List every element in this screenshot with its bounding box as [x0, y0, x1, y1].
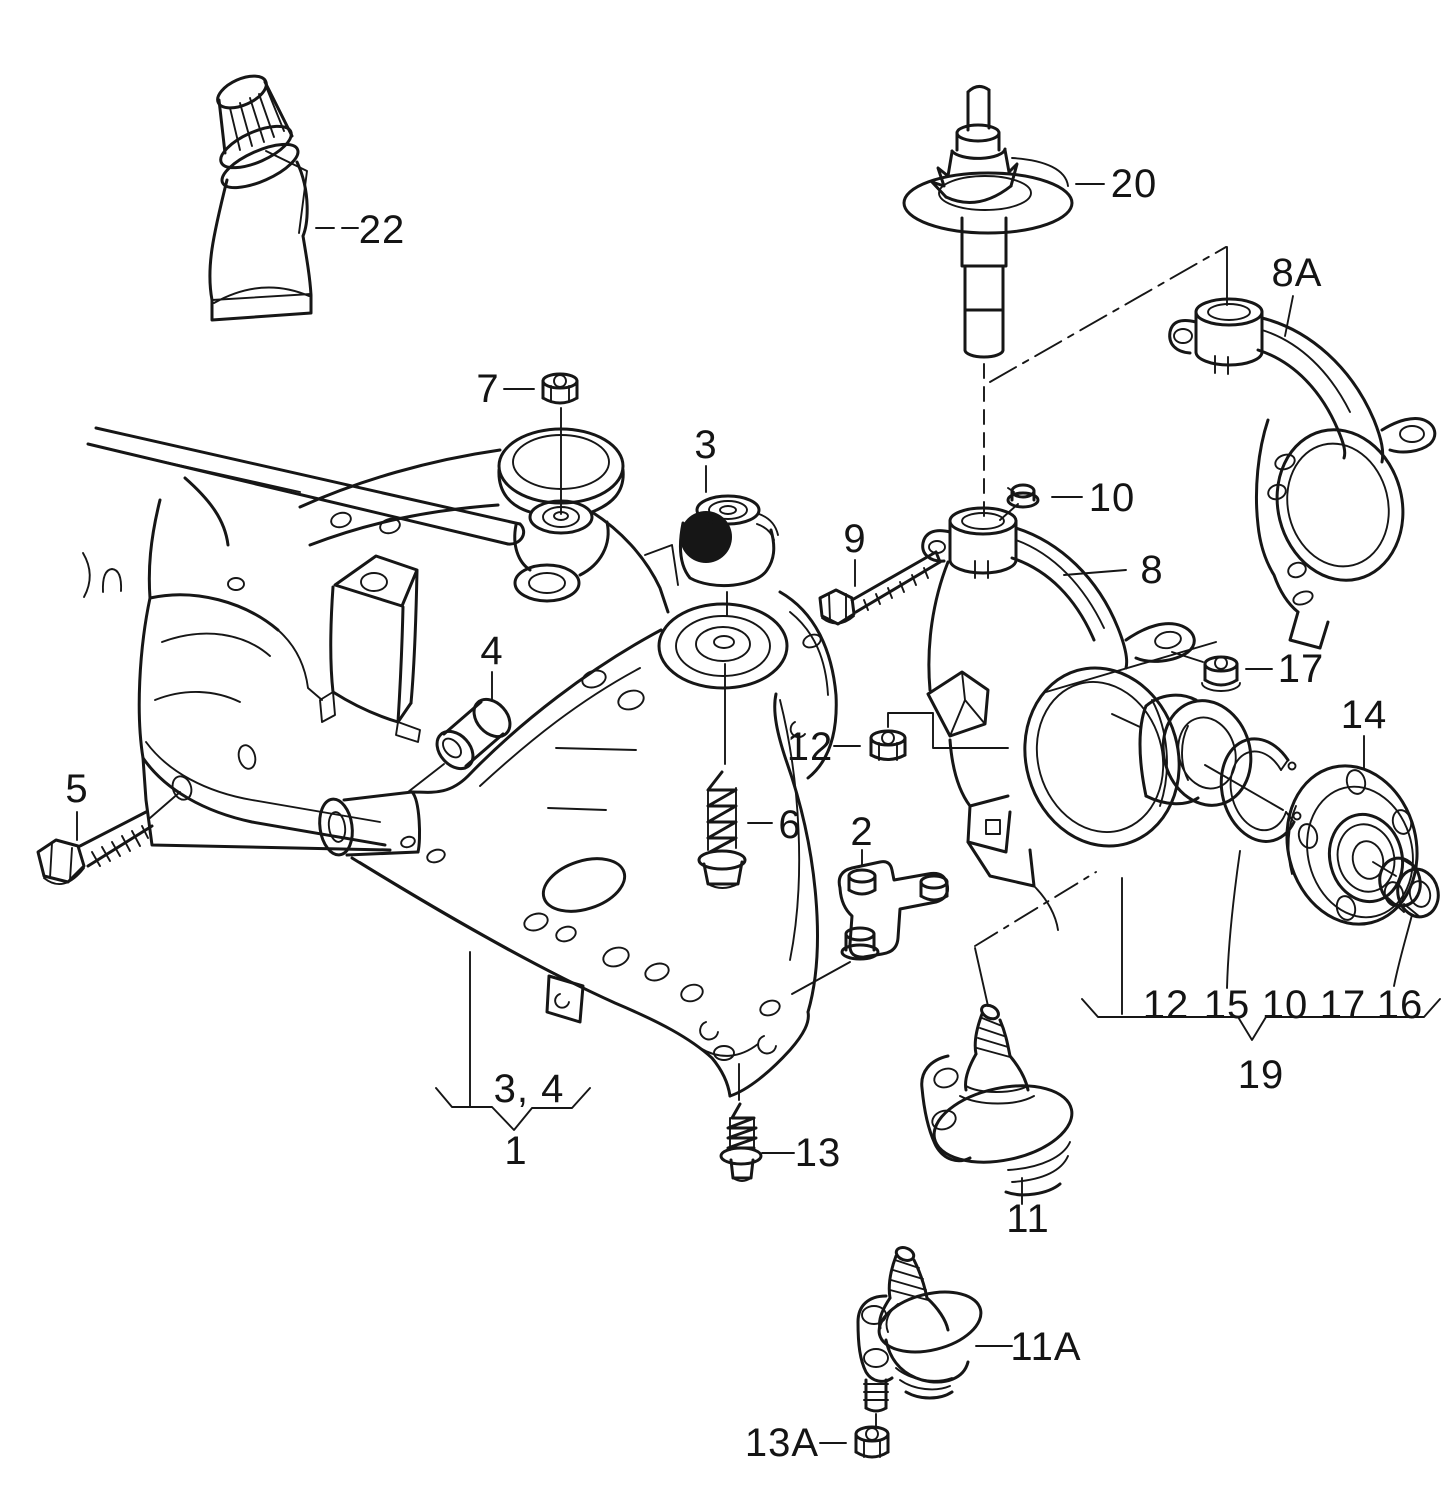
pinch-bolt-9 — [818, 550, 942, 626]
part-label-2[interactable]: 2 — [850, 810, 873, 854]
axis-17 — [1045, 641, 1217, 693]
sealant-tube — [208, 74, 313, 322]
group-1-brace — [435, 1087, 591, 1131]
flange-nut-10 — [1006, 483, 1040, 509]
part-label-12[interactable]: 12 — [787, 725, 834, 769]
rubber-bushing-3 — [678, 494, 779, 588]
axis-bore — [1111, 713, 1141, 728]
part-label-19[interactable]: 19 — [1238, 1053, 1285, 1097]
part-label-7[interactable]: 7 — [476, 367, 499, 411]
tapping-screw-6 — [697, 770, 747, 889]
hex-nut-12 — [869, 729, 907, 761]
part-label-1[interactable]: 1 — [504, 1129, 527, 1173]
hex-bolt-5 — [36, 791, 181, 886]
axis-bearing-circlip — [1204, 764, 1284, 811]
balljoint11-dashdot — [974, 871, 1097, 947]
twelve-point-nut-16 — [1378, 856, 1440, 919]
leader-4-tip — [407, 763, 445, 793]
part-label-11[interactable]: 11 — [1006, 1197, 1050, 1241]
part-label-5[interactable]: 5 — [65, 767, 88, 811]
nut10-stem — [999, 503, 1019, 521]
control-arm — [318, 602, 819, 1098]
kit-label-17[interactable]: 17 — [1320, 983, 1367, 1027]
kit-brace — [1081, 998, 1441, 1041]
subframe — [82, 426, 838, 852]
kit-label-10[interactable]: 10 — [1262, 983, 1309, 1027]
wheel-hub-14 — [1285, 764, 1419, 926]
part-label-4[interactable]: 4 — [480, 629, 503, 673]
balljoint11-stem — [974, 947, 989, 1007]
kit-leader-16 — [1393, 914, 1413, 987]
wheel-bearing — [1138, 693, 1253, 807]
hex-nut-13a — [854, 1425, 890, 1459]
part-label-8[interactable]: 8 — [1140, 548, 1163, 592]
part-label-8a[interactable]: 8A — [1272, 251, 1323, 295]
kit-label-15[interactable]: 15 — [1204, 983, 1251, 1027]
wheel-bearing-housing-8 — [921, 506, 1196, 931]
spacer-sleeve-4 — [435, 697, 512, 771]
leader-8a — [1284, 295, 1294, 337]
part-label-10[interactable]: 10 — [1089, 476, 1136, 520]
part-label-3[interactable]: 3 — [694, 423, 717, 467]
part-label-22[interactable]: 22 — [359, 208, 406, 252]
lock-plate-2 — [837, 860, 949, 961]
kit-leader-15 — [1226, 850, 1241, 989]
wheel-bearing-housing-8a — [1168, 297, 1437, 650]
hex-nut-17 — [1201, 655, 1241, 692]
suspension-strut — [902, 85, 1074, 359]
part-label-9[interactable]: 9 — [843, 517, 866, 561]
hex-nut-7 — [541, 372, 579, 405]
part-label-11a[interactable]: 11A — [1010, 1325, 1081, 1369]
part-label-13[interactable]: 13 — [795, 1131, 842, 1175]
part-label-17[interactable]: 17 — [1278, 647, 1325, 691]
tapping-screw-13 — [719, 1102, 763, 1182]
circlip-15 — [1219, 737, 1302, 843]
strut-8a-dashdot — [989, 246, 1227, 383]
leader-8 — [1063, 569, 1127, 576]
part-label-20[interactable]: 20 — [1111, 162, 1158, 206]
ball-joint-11 — [920, 1003, 1074, 1197]
plate-mount-line — [791, 961, 851, 995]
part-label-6[interactable]: 6 — [778, 803, 801, 847]
part-label-3-4[interactable]: 3, 4 — [494, 1067, 565, 1111]
part-label-13a[interactable]: 13A — [745, 1421, 819, 1465]
ball-joint-11a — [856, 1246, 983, 1413]
leader-12-bracket — [887, 712, 1009, 749]
kit-label-16[interactable]: 16 — [1377, 983, 1424, 1027]
part-label-14[interactable]: 14 — [1341, 693, 1388, 737]
kit-label-12[interactable]: 12 — [1143, 983, 1190, 1027]
